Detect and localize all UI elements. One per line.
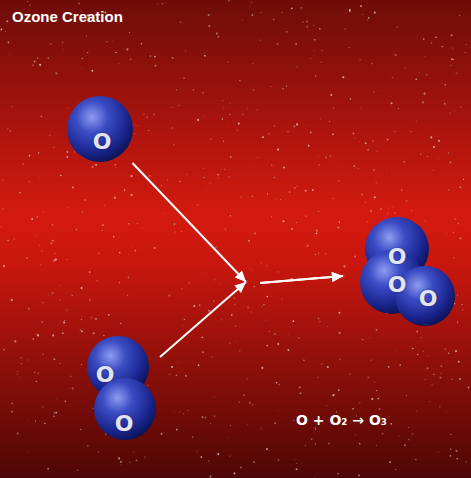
- arrow-head: [235, 271, 246, 282]
- atom-label: O: [93, 131, 112, 153]
- oxygen-sphere: [94, 378, 156, 440]
- arrow-head: [234, 282, 246, 293]
- arrow-line: [260, 276, 343, 283]
- arrow-head: [332, 272, 343, 282]
- reaction-arrow: [160, 272, 343, 357]
- diagram-title: Ozone Creation: [12, 8, 123, 25]
- atom-label: O: [115, 413, 134, 435]
- arrow-line: [160, 282, 246, 357]
- sphere-group: [355, 215, 455, 330]
- atom-label: O: [419, 288, 438, 310]
- molecule: O: [66, 95, 134, 163]
- atom-label: O: [388, 274, 407, 296]
- arrow-line: [132, 163, 246, 282]
- reaction-equation: O + O₂ → O₃: [296, 412, 387, 428]
- reaction-arrow: [132, 163, 343, 283]
- atom-label: O: [96, 364, 115, 386]
- molecule: OO: [84, 336, 160, 444]
- arrow-head: [332, 272, 343, 282]
- atom-label: O: [388, 246, 407, 268]
- molecule: OOO: [355, 215, 455, 330]
- arrow-line: [260, 276, 343, 283]
- oxygen-sphere: [67, 96, 133, 162]
